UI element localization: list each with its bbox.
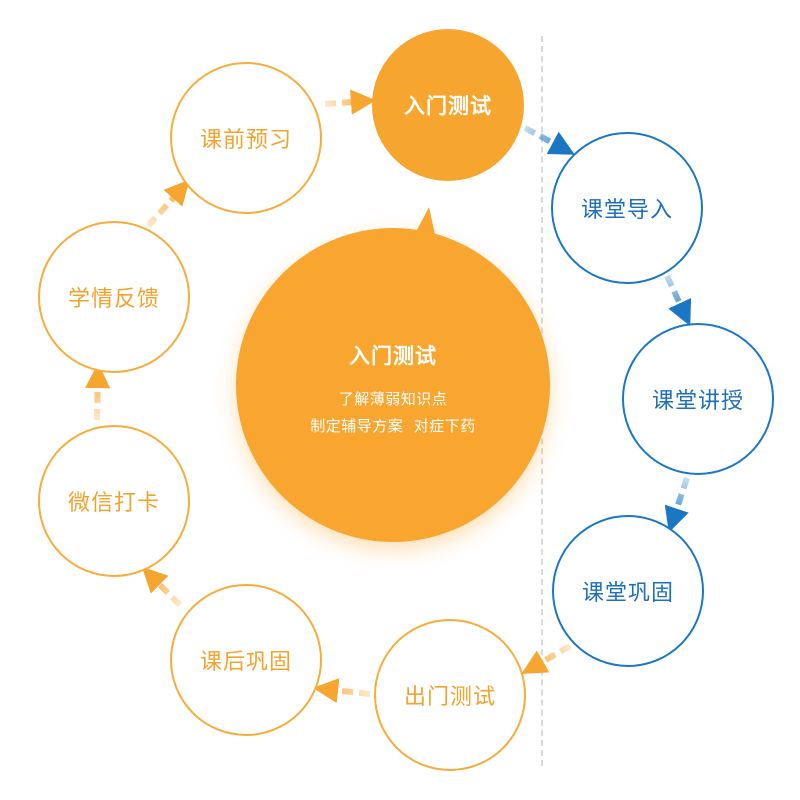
node-entry-test-label: 入门测试 xyxy=(404,94,492,118)
arrow-feedback-to-preview xyxy=(145,179,190,229)
arrow-entry-to-intro xyxy=(523,125,575,155)
node-wechat-checkin[interactable]: 微信打卡 xyxy=(38,425,190,577)
node-wechat-checkin-label: 微信打卡 xyxy=(67,491,160,516)
node-exit-test-label: 出门测试 xyxy=(403,685,496,710)
node-preview[interactable]: 课前预习 xyxy=(170,62,322,214)
node-classroom-lecture[interactable]: 课堂讲授 xyxy=(622,323,774,475)
node-classroom-consolidate-label: 课堂巩固 xyxy=(581,581,674,606)
node-entry-test[interactable]: 入门测试 xyxy=(372,29,524,181)
node-preview-label: 课前预习 xyxy=(199,128,292,153)
center-description-line-1: 了解薄弱知识点 xyxy=(338,390,448,408)
arrow-preview-to-entry xyxy=(324,89,377,115)
arrow-exit-to-after xyxy=(312,678,371,704)
node-classroom-intro[interactable]: 课堂导入 xyxy=(551,132,703,284)
center-description-line-2: 制定辅导方案 对症下药 xyxy=(310,417,476,435)
node-classroom-lecture-label: 课堂讲授 xyxy=(651,389,744,414)
node-learning-feedback-label: 学情反馈 xyxy=(67,287,160,312)
node-classroom-intro-label: 课堂导入 xyxy=(580,198,673,223)
node-exit-test[interactable]: 出门测试 xyxy=(374,619,526,771)
center-detail-bubble: 入门测试 了解薄弱知识点 制定辅导方案 对症下药 xyxy=(236,228,550,542)
node-after-class-consolidate[interactable]: 课后巩固 xyxy=(170,584,322,736)
arrow-lecture-to-consolidate xyxy=(664,477,690,533)
center-title: 入门测试 xyxy=(349,344,437,368)
node-after-class-consolidate-label: 课后巩固 xyxy=(199,650,292,675)
node-learning-feedback[interactable]: 学情反馈 xyxy=(38,221,190,373)
arrow-after-to-wechat xyxy=(141,566,183,608)
arrow-consolidate-to-exit xyxy=(521,643,572,675)
arrow-wechat-to-feedback xyxy=(85,362,111,421)
arrow-intro-to-lecture xyxy=(664,274,692,327)
node-classroom-consolidate[interactable]: 课堂巩固 xyxy=(552,515,704,667)
